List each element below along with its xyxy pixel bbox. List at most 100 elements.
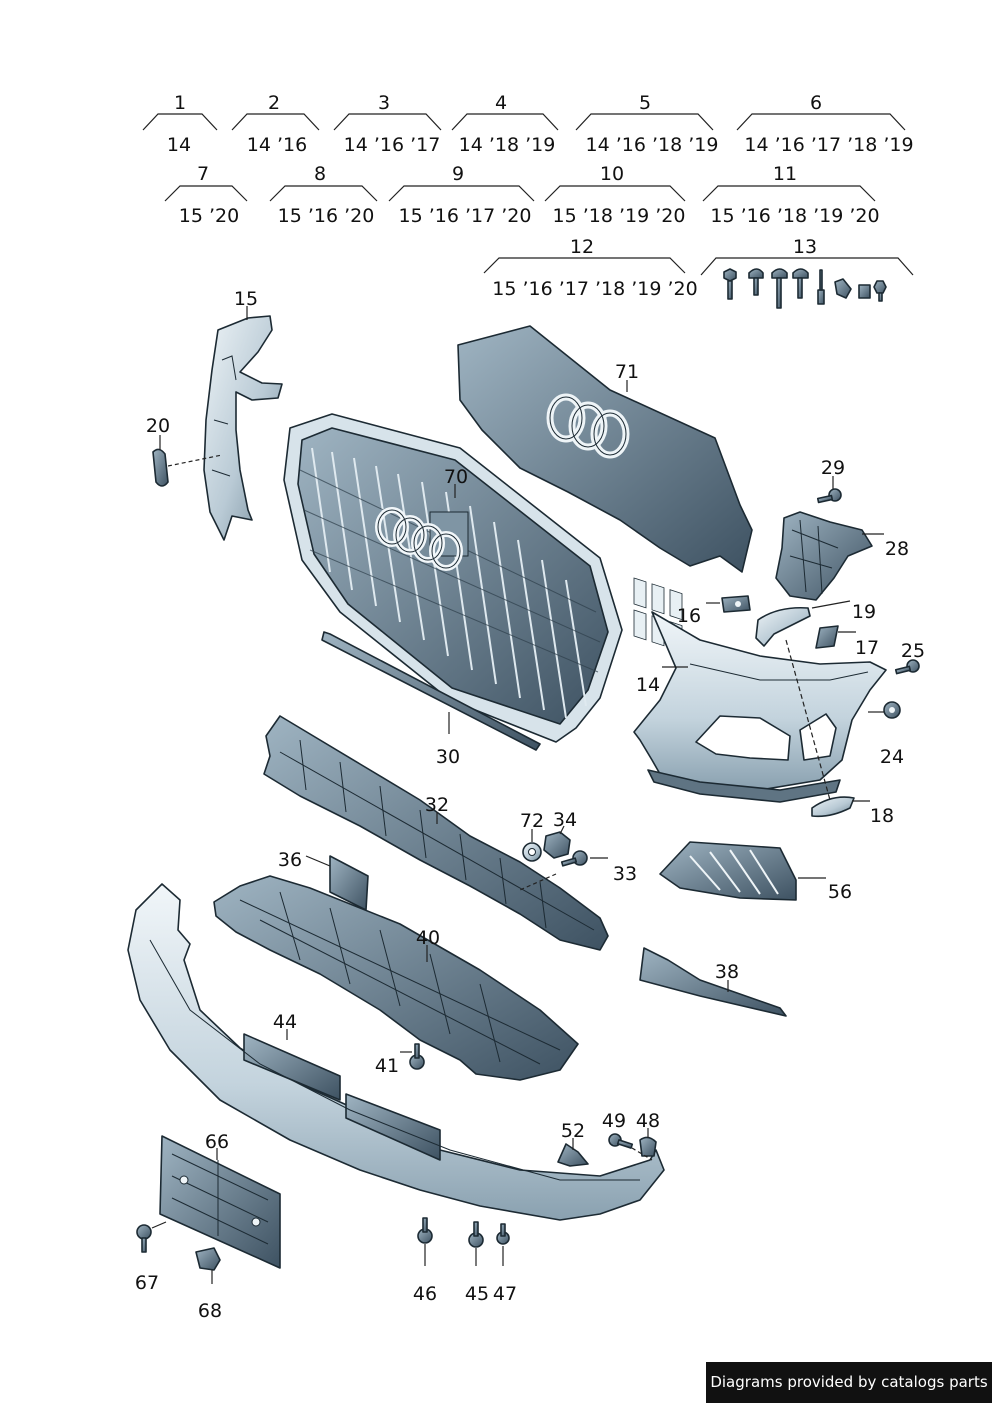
- label-68: 68: [198, 1300, 222, 1322]
- label-40: 40: [416, 927, 440, 949]
- label-19: 19: [852, 601, 876, 623]
- label-30: 30: [436, 746, 460, 768]
- variant-3-years: 14 ’16 ’17: [344, 134, 441, 156]
- label-52: 52: [561, 1120, 585, 1142]
- label-41: 41: [375, 1055, 399, 1077]
- label-29: 29: [821, 457, 845, 479]
- variant-6: 6 14 ’16 ’17 ’18 ’19: [736, 92, 914, 156]
- label-45: 45: [465, 1283, 489, 1305]
- label-16: 16: [677, 605, 701, 627]
- variant-11-number: 11: [773, 163, 797, 185]
- variant-10-number: 10: [600, 163, 624, 185]
- variant-1-number: 1: [174, 92, 186, 114]
- variant-5-years: 14 ’16 ’18 ’19: [586, 134, 719, 156]
- variant-8-number: 8: [314, 163, 326, 185]
- label-47: 47: [493, 1283, 517, 1305]
- part-44-lower-spoiler: 44: [127, 883, 665, 1221]
- variant-3: 3 14 ’16 ’17: [333, 92, 442, 156]
- part-24-nut: 24: [868, 701, 904, 768]
- label-33: 33: [613, 863, 637, 885]
- part-52-clip: 52: [557, 1120, 589, 1167]
- variant-13: 13: [700, 236, 914, 309]
- variant-6-number: 6: [810, 92, 822, 114]
- part-19-cover: 19: [755, 600, 876, 647]
- variant-10-years: 15 ’18 ’19 ’20: [553, 205, 686, 227]
- label-44: 44: [273, 1011, 297, 1033]
- variant-11-years: 15 ’16 ’18 ’19 ’20: [710, 205, 879, 227]
- part-17-sensor-cover: 17: [815, 625, 879, 659]
- variant-2-years: 14 ’16: [247, 134, 307, 156]
- label-14: 14: [636, 674, 660, 696]
- label-67: 67: [135, 1272, 159, 1294]
- label-46: 46: [413, 1283, 437, 1305]
- part-72-ring: 72: [520, 810, 544, 862]
- part-68-clip: 68: [195, 1247, 222, 1322]
- variant-9-number: 9: [452, 163, 464, 185]
- label-49: 49: [602, 1110, 626, 1132]
- part-56-side-grille: 56: [659, 841, 852, 903]
- label-38: 38: [715, 961, 739, 983]
- label-28: 28: [885, 538, 909, 560]
- label-66: 66: [205, 1131, 229, 1153]
- part-45-screw: 45: [465, 1221, 489, 1305]
- part-28-bracket: 28: [775, 511, 909, 601]
- part-38-trim: 38: [639, 947, 787, 1017]
- label-72: 72: [520, 810, 544, 832]
- variant-4-years: 14 ’18 ’19: [459, 134, 556, 156]
- part-47-screw: 47: [493, 1223, 517, 1305]
- part-14-bumper-cover: 14: [633, 611, 887, 803]
- label-36: 36: [278, 849, 302, 871]
- part-15-guide-bracket: 15: [203, 288, 283, 541]
- fastener-set-icon: [723, 268, 887, 309]
- part-25-screw: 25: [894, 640, 925, 675]
- part-16-cap: 16: [677, 595, 751, 627]
- label-20: 20: [146, 415, 170, 437]
- label-24: 24: [880, 746, 904, 768]
- label-25: 25: [901, 640, 925, 662]
- variant-10: 10 15 ’18 ’19 ’20: [544, 163, 686, 227]
- variant-7-years: 15 ’20: [179, 205, 239, 227]
- variant-12: 12 15 ’16 ’17 ’18 ’19 ’20: [483, 236, 698, 300]
- part-34-nut: 34: [543, 809, 577, 859]
- part-70-radiator-grille: 70: [283, 413, 623, 743]
- variant-5: 5 14 ’16 ’18 ’19: [575, 92, 719, 156]
- part-46-screw: 46: [413, 1217, 437, 1305]
- variant-5-number: 5: [639, 92, 651, 114]
- credit-banner: Diagrams provided by catalogs parts: [706, 1362, 992, 1403]
- part-66-license-plate-bracket: 66: [159, 1131, 281, 1269]
- part-30-trim-strip: 30: [321, 631, 541, 768]
- variant-12-years: 15 ’16 ’17 ’18 ’19 ’20: [492, 278, 697, 300]
- part-32-carrier: 32: [263, 715, 609, 951]
- label-48: 48: [636, 1110, 660, 1132]
- variant-1-years: 14: [167, 134, 191, 156]
- label-71: 71: [615, 361, 639, 383]
- label-32: 32: [425, 794, 449, 816]
- variant-2-number: 2: [268, 92, 280, 114]
- part-29-screw: 29: [816, 457, 845, 504]
- label-34: 34: [553, 809, 577, 831]
- variant-4: 4 14 ’18 ’19: [451, 92, 559, 156]
- variant-6-years: 14 ’16 ’17 ’18 ’19: [744, 134, 913, 156]
- label-18: 18: [870, 805, 894, 827]
- variant-8-years: 15 ’16 ’20: [278, 205, 375, 227]
- variant-9-years: 15 ’16 ’17 ’20: [399, 205, 532, 227]
- part-49-screw: 49: [602, 1110, 634, 1149]
- part-48-clip: 48: [631, 1110, 660, 1161]
- label-17: 17: [855, 637, 879, 659]
- part-67-screw: 67: [135, 1221, 167, 1294]
- variant-7-number: 7: [197, 163, 209, 185]
- label-15: 15: [234, 288, 258, 310]
- variant-4-number: 4: [495, 92, 507, 114]
- label-70: 70: [444, 466, 468, 488]
- variant-3-number: 3: [378, 92, 390, 114]
- variant-12-number: 12: [570, 236, 594, 258]
- variant-2: 2 14 ’16: [231, 92, 320, 156]
- variant-11: 11 15 ’16 ’18 ’19 ’20: [702, 163, 880, 227]
- label-56: 56: [828, 881, 852, 903]
- part-33-screw: 33: [560, 850, 637, 885]
- variant-9: 9 15 ’16 ’17 ’20: [388, 163, 535, 227]
- part-18-cap: 18: [811, 796, 894, 827]
- part-20-clip: 20: [146, 415, 223, 487]
- variant-13-number: 13: [793, 236, 817, 258]
